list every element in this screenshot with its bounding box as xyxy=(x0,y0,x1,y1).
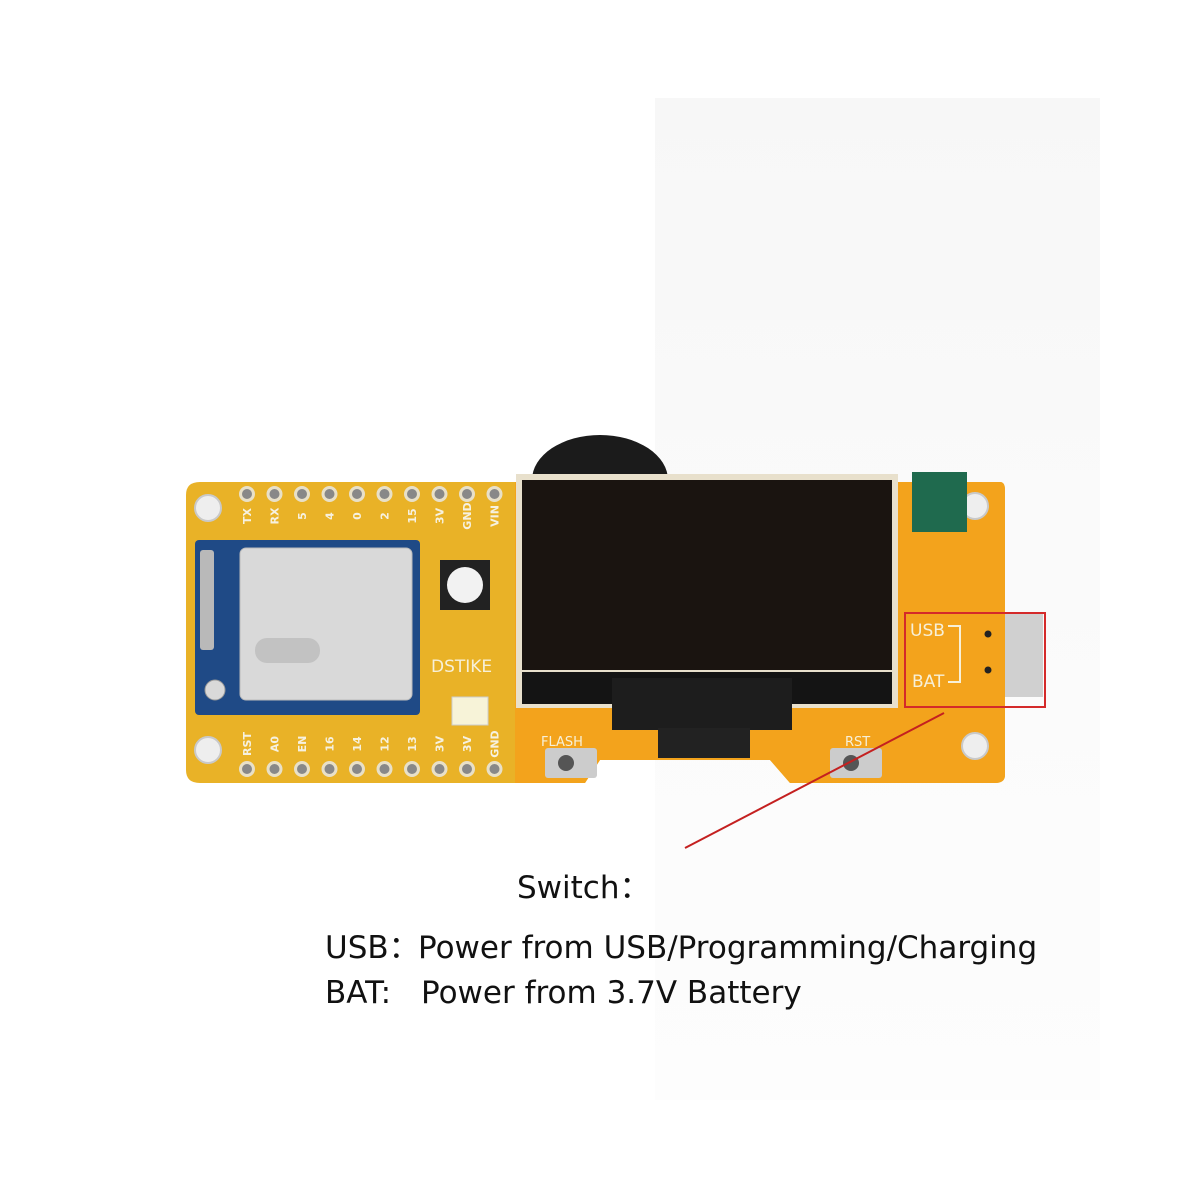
pin-label: 0 xyxy=(351,512,364,520)
pin-hole xyxy=(239,761,255,777)
flash-button[interactable] xyxy=(545,748,597,778)
flash-label: FLASH xyxy=(541,735,583,750)
pin-hole xyxy=(376,761,393,777)
usb-description: Power from USB/Programming/Charging xyxy=(418,930,1038,966)
green-component xyxy=(912,472,967,532)
pin-label: TX xyxy=(241,507,254,524)
pin-label: EN xyxy=(296,736,309,753)
oled-screen xyxy=(522,480,892,670)
usb-key: USB： xyxy=(325,930,420,966)
pin-label: 16 xyxy=(324,736,337,752)
reset-button[interactable] xyxy=(830,748,882,778)
pin-label: 14 xyxy=(351,736,364,752)
brand-silkscreen: DSTIKE xyxy=(431,657,492,677)
pin-hole xyxy=(486,761,503,777)
pin-hole xyxy=(431,761,448,777)
oled-flex-cable xyxy=(612,678,792,730)
pin-label: 15 xyxy=(406,508,419,523)
pin-label: VIN xyxy=(489,505,502,527)
highlight-box xyxy=(904,612,1046,708)
white-led xyxy=(451,696,489,726)
annotation-bat-line: BAT: Power from 3.7V Battery xyxy=(325,975,802,1011)
antenna xyxy=(200,550,214,650)
pin-label: 5 xyxy=(296,512,309,520)
pin-label: 12 xyxy=(379,736,392,751)
pin-hole xyxy=(321,761,338,777)
pin-label: 3V xyxy=(434,735,447,752)
rf-shield xyxy=(239,547,413,701)
ufl-connector xyxy=(204,679,226,701)
reset-label: RST xyxy=(845,735,870,750)
annotation-usb-line: USB：Power from USB/Programming/Charging xyxy=(325,922,1037,967)
pin-hole xyxy=(266,761,283,777)
pin-hole xyxy=(459,486,475,502)
pin-hole xyxy=(239,486,255,502)
pin-hole xyxy=(321,486,338,502)
pin-hole xyxy=(486,486,503,502)
pin-hole xyxy=(266,486,283,502)
pin-hole xyxy=(349,761,365,777)
pin-hole xyxy=(404,761,420,777)
pin-label: 3V xyxy=(434,507,447,524)
pin-hole xyxy=(431,486,448,502)
pin-hole xyxy=(349,486,365,502)
pin-label: A0 xyxy=(269,736,282,753)
pin-hole xyxy=(294,486,310,502)
pin-label: GND xyxy=(489,730,502,757)
switch-usb-label: USB xyxy=(910,621,945,641)
pin-hole xyxy=(294,761,310,777)
pin-label: RX xyxy=(269,507,282,524)
pin-label: 2 xyxy=(379,512,392,520)
pointer-line xyxy=(684,712,945,849)
mounting-holes xyxy=(194,492,989,764)
annotation-title: Switch： xyxy=(517,870,651,906)
bat-description: Power from 3.7V Battery xyxy=(421,975,802,1011)
pin-hole xyxy=(404,486,420,502)
pin-label: GND xyxy=(461,502,474,529)
bat-key: BAT: xyxy=(325,975,392,1011)
pin-label: RST xyxy=(241,732,254,756)
pin-hole xyxy=(459,761,475,777)
pin-hole xyxy=(376,486,393,502)
wifi-logo xyxy=(255,638,320,663)
pin-label: 3V xyxy=(461,735,474,752)
pin-label: 13 xyxy=(406,736,419,751)
pin-label: 4 xyxy=(324,512,337,520)
pin-headers xyxy=(239,486,503,777)
slide-switch[interactable] xyxy=(1005,612,1043,697)
switch-bat-label: BAT xyxy=(912,672,945,692)
